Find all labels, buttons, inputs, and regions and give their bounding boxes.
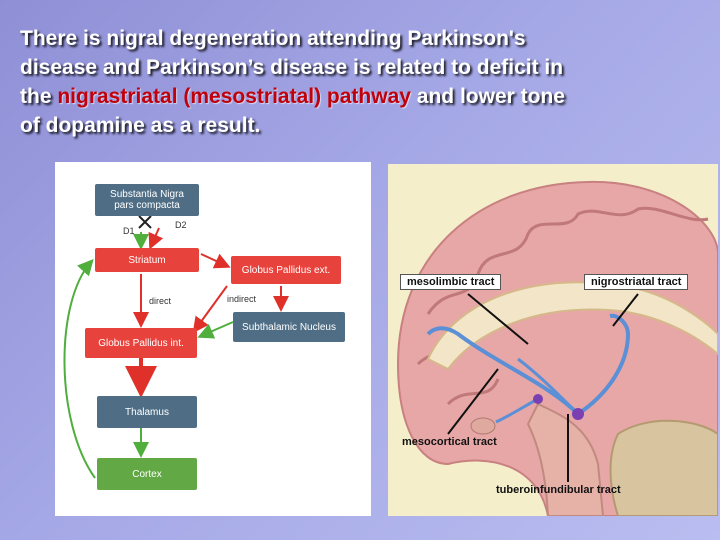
d1-label: D1 — [123, 226, 135, 236]
substantia-nigra-line1: Substantia Nigra — [110, 189, 184, 200]
slide-title: There is nigral degeneration attending P… — [20, 24, 660, 140]
indirect-arrow — [192, 285, 228, 334]
globus-pallidus-ext-label: Globus Pallidus ext. — [241, 264, 331, 276]
striatum-to-gpe-arrow — [200, 253, 231, 269]
mesolimbic-tract-label: mesolimbic tract — [400, 274, 502, 290]
arcuate-nucleus — [533, 394, 543, 404]
title-line-4: of dopamine as a result. — [20, 114, 261, 137]
mesolimbic-tract-line — [426, 326, 580, 416]
pituitary — [470, 417, 496, 435]
title-line-1: There is nigral degeneration attending P… — [20, 27, 526, 50]
basal-ganglia-flowchart: Substantia Nigra pars compacta D1 D2 Str… — [55, 162, 371, 516]
cortex-box: Cortex — [97, 458, 197, 490]
substantia-nigra-box: Substantia Nigra pars compacta — [95, 184, 199, 216]
corpus-callosum — [426, 281, 718, 371]
nigrostriatal-pointer — [612, 293, 639, 327]
title-line-3-post: and lower tone — [410, 85, 565, 108]
brainstem — [526, 402, 605, 516]
cortex-to-striatum-loop — [63, 259, 96, 479]
flowchart-arrows — [63, 215, 289, 479]
title-line-2: disease and Parkinson’s disease is relat… — [20, 56, 564, 79]
tuberoinfundibular-tract-label: tuberoinfundibular tract — [496, 484, 621, 496]
degeneration-x-icon — [138, 215, 152, 229]
striatum-label: Striatum — [128, 254, 166, 266]
brain-drawing — [396, 180, 718, 516]
globus-pallidus-ext-box: Globus Pallidus ext. — [231, 256, 341, 284]
globus-pallidus-int-label: Globus Pallidus int. — [98, 337, 184, 349]
mesolimbic-pointer — [467, 293, 529, 345]
mesocortical-tract-label: mesocortical tract — [402, 436, 497, 448]
stn-to-gpi-arrow — [197, 321, 234, 339]
title-line-3: the nigrastriatal (mesostriatal) pathway… — [20, 82, 660, 111]
mesocortical-tract-line — [517, 357, 580, 416]
title-line-3-pre: the — [20, 85, 58, 108]
indirect-label: indirect — [227, 294, 257, 304]
globus-pallidus-int-box: Globus Pallidus int. — [85, 328, 197, 358]
cerebellum — [609, 419, 718, 516]
substantia-nigra-line2: pars compacta — [114, 200, 180, 211]
mesocortical-pointer — [447, 368, 499, 435]
d2-arrow — [148, 227, 164, 250]
brain-illustration: mesolimbic tract nigrostriatal tract mes… — [388, 164, 718, 516]
cortex-label: Cortex — [132, 468, 162, 480]
subthalamic-nucleus-label: Subthalamic Nucleus — [242, 321, 336, 333]
thalamus-box: Thalamus — [97, 396, 197, 428]
d2-label: D2 — [175, 220, 187, 230]
subthalamic-nucleus-box: Subthalamic Nucleus — [233, 312, 345, 342]
direct-label: direct — [149, 296, 172, 306]
striatum-box: Striatum — [95, 248, 199, 272]
nigrostriatal-tract-label: nigrostriatal tract — [584, 274, 689, 290]
highlighted-pathway: nigrastriatal (mesostriatal) pathway — [57, 85, 411, 108]
vta-nucleus — [572, 408, 584, 420]
thalamus-label: Thalamus — [125, 406, 169, 418]
